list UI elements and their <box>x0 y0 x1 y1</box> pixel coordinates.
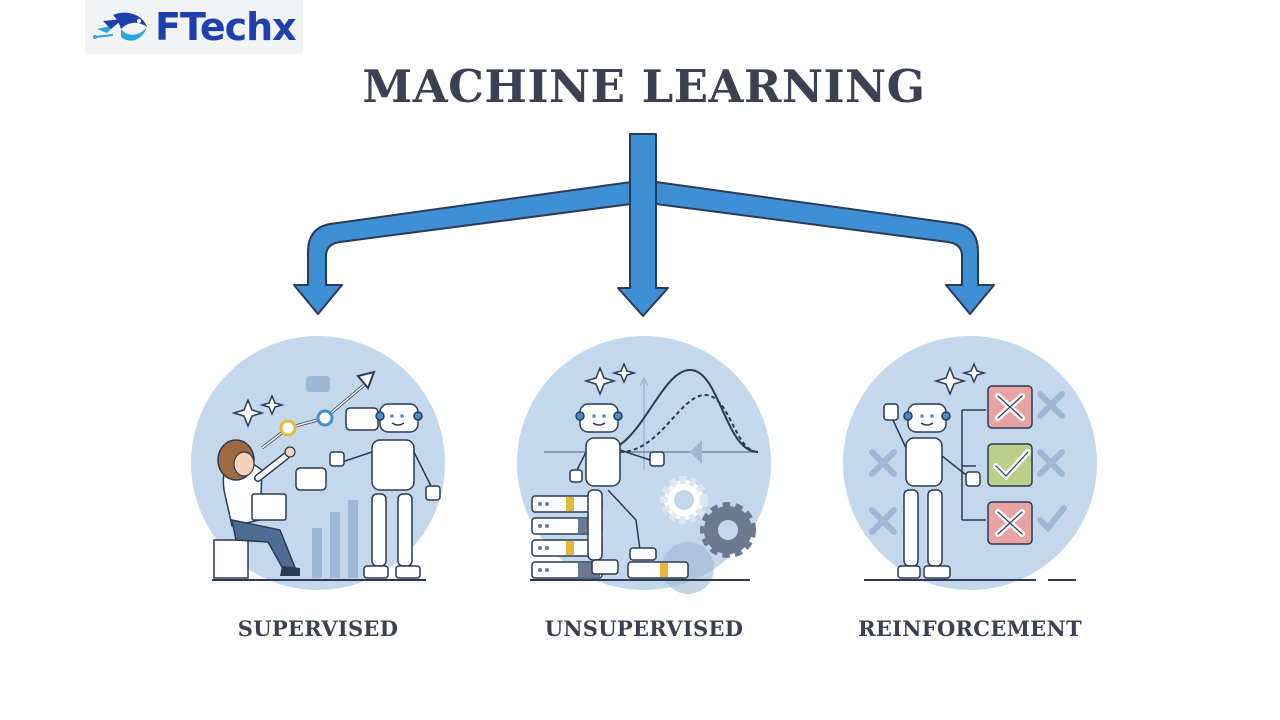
logo: FTechx <box>85 0 303 54</box>
page-title: MACHINE LEARNING <box>362 60 926 113</box>
label-supervised: SUPERVISED <box>237 616 399 641</box>
logo-bird-icon <box>93 12 147 41</box>
arrow-right <box>655 181 995 315</box>
arrow-left <box>293 181 632 315</box>
check-box-icon <box>987 443 1033 487</box>
label-unsupervised: UNSUPERVISED <box>544 616 744 641</box>
reinforcement-illustration <box>843 336 1097 590</box>
arrow-center <box>617 133 669 317</box>
branch-arrows <box>293 133 995 317</box>
logo-text: FTechx <box>155 5 297 49</box>
gear-icon <box>660 476 708 524</box>
cross-box-icon <box>987 501 1033 545</box>
supervised-illustration <box>191 336 445 590</box>
cross-box-icon <box>987 385 1033 429</box>
unsupervised-illustration <box>517 336 771 594</box>
label-reinforcement: REINFORCEMENT <box>858 616 1082 641</box>
gear-icon <box>700 502 756 558</box>
